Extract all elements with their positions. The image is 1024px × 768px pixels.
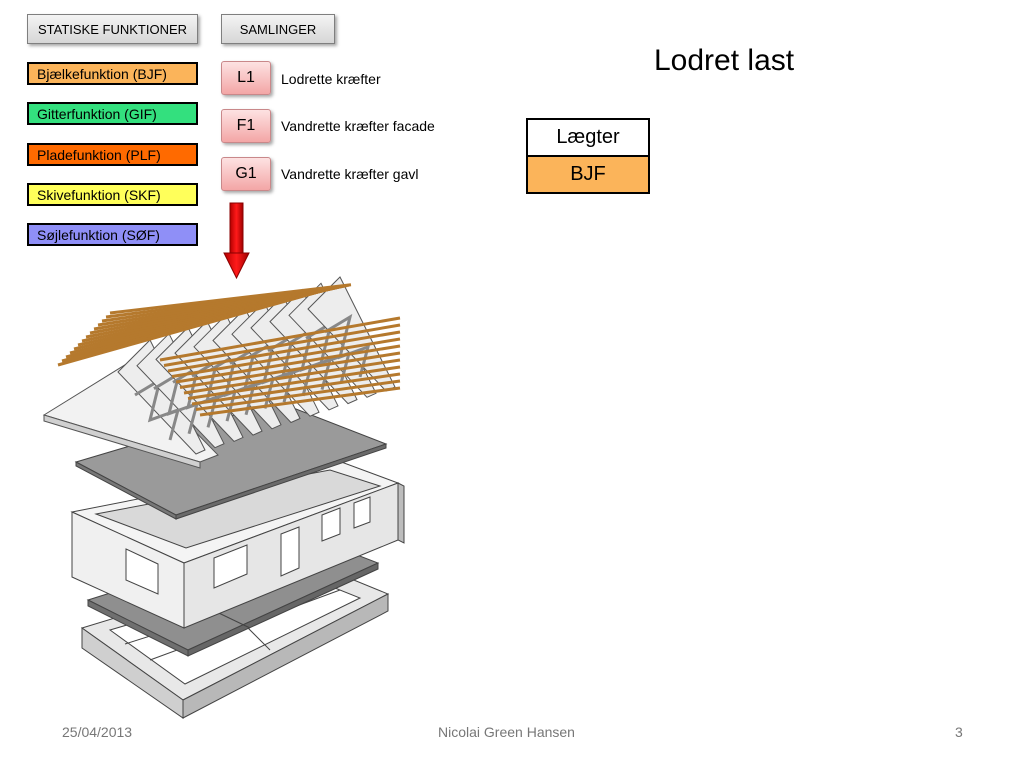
roof-batten bbox=[183, 358, 401, 395]
static-functions-header[interactable]: STATISKE FUNKTIONER bbox=[27, 14, 198, 44]
roof-batten bbox=[167, 330, 401, 373]
connection-l1-code: L1 bbox=[237, 69, 255, 86]
function-plf: Pladefunktion (PLF) bbox=[27, 143, 198, 166]
footer-date: 25/04/2013 bbox=[62, 724, 133, 740]
connection-g1-code: G1 bbox=[235, 165, 257, 182]
connection-g1-button[interactable]: G1 bbox=[221, 157, 271, 191]
function-bjf-label: Bjælkefunktion (BJF) bbox=[37, 65, 167, 82]
function-plf-label: Pladefunktion (PLF) bbox=[37, 146, 161, 163]
connection-l1-description: Lodrette kræfter bbox=[281, 71, 381, 87]
function-gif-label: Gitterfunktion (GIF) bbox=[37, 105, 157, 122]
connections-header[interactable]: SAMLINGER bbox=[221, 14, 335, 44]
roof-batten bbox=[109, 283, 352, 315]
footer-page-number: 3 bbox=[955, 724, 963, 740]
element-name-cell: Lægter bbox=[528, 120, 648, 157]
connection-l1-button[interactable]: L1 bbox=[221, 61, 271, 95]
roof-batten bbox=[199, 386, 401, 417]
element-function-table: Lægter BJF bbox=[526, 118, 650, 194]
ceiling-plate bbox=[74, 401, 388, 520]
connection-g1-description: Vandrette kræfter gavl bbox=[281, 166, 419, 182]
function-bjf: Bjælkefunktion (BJF) bbox=[27, 62, 198, 85]
connection-f1-description: Vandrette kræfter facade bbox=[281, 118, 435, 134]
roof-batten bbox=[171, 337, 401, 378]
footer-author: Nicolai Green Hansen bbox=[438, 724, 575, 740]
roof-batten bbox=[187, 365, 401, 400]
function-sof: Søjlefunktion (SØF) bbox=[27, 223, 198, 246]
function-skf-label: Skivefunktion (SKF) bbox=[37, 186, 161, 203]
function-skf: Skivefunktion (SKF) bbox=[27, 183, 198, 206]
roof-batten bbox=[163, 323, 401, 367]
roof-batten bbox=[179, 351, 401, 389]
connection-f1-button[interactable]: F1 bbox=[221, 109, 271, 143]
roof-battens bbox=[57, 283, 401, 417]
roof-batten bbox=[195, 379, 401, 411]
roof-batten bbox=[175, 344, 401, 384]
connection-f1-code: F1 bbox=[236, 117, 256, 134]
roof-batten bbox=[191, 372, 401, 406]
roof-trusses bbox=[42, 362, 219, 469]
element-function-cell: BJF bbox=[528, 157, 648, 192]
function-gif: Gitterfunktion (GIF) bbox=[27, 102, 198, 125]
vertical-load-arrow bbox=[223, 202, 250, 280]
roof-batten bbox=[159, 316, 401, 362]
function-sof-label: Søjlefunktion (SØF) bbox=[37, 226, 160, 243]
slide-title: Lodret last bbox=[654, 44, 795, 77]
house-walls bbox=[70, 459, 405, 629]
